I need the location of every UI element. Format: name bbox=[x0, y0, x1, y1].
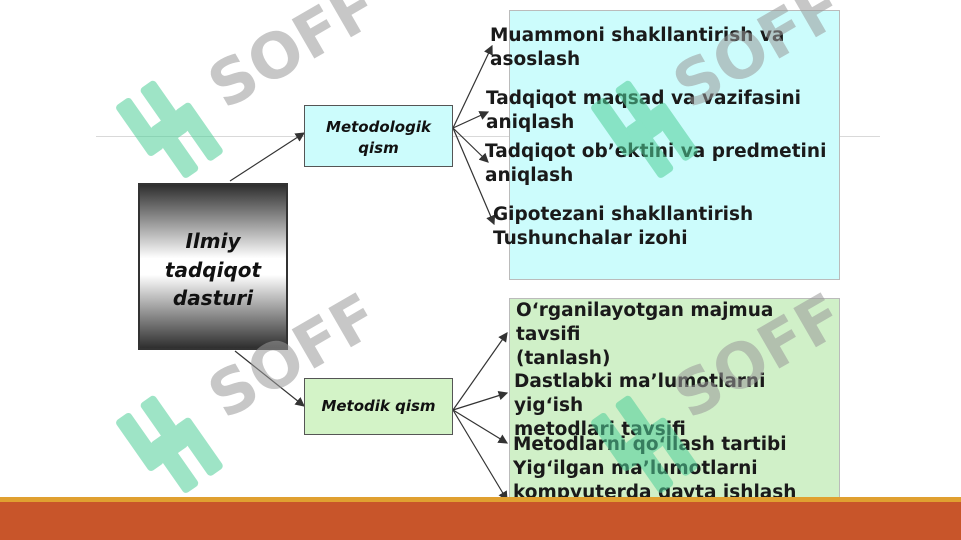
footer-bar bbox=[0, 497, 961, 540]
connector-top-2 bbox=[452, 111, 490, 129]
bottom-item-1: O‘rganilayotgan majmua tavsifi (tanlash) bbox=[516, 300, 774, 369]
connector-bottom-1 bbox=[452, 332, 508, 411]
connector-main-to-top bbox=[229, 132, 306, 182]
connector-bottom-3 bbox=[452, 409, 509, 444]
connector-bottom-4 bbox=[452, 409, 508, 502]
connector-bottom-2 bbox=[452, 390, 509, 411]
connector-main-to-bottom bbox=[234, 350, 305, 407]
connector-top-4 bbox=[452, 127, 496, 226]
methodical-part-box: Metodik qism bbox=[304, 378, 453, 435]
methodical-items-panel bbox=[509, 298, 840, 514]
main-program-box: Ilmiy tadqiqot dasturi bbox=[138, 183, 288, 350]
connector-top-1 bbox=[452, 44, 493, 129]
bottom-item-2: Dastlabki ma’lumotlarni yig‘ish metodlar… bbox=[514, 371, 766, 440]
top-item-1: Muammoni shakllantirish va asoslash bbox=[490, 25, 785, 70]
connector-top-3 bbox=[452, 127, 489, 163]
main-program-title: Ilmiy tadqiqot dasturi bbox=[164, 229, 262, 310]
top-item-2: Tadqiqot maqsad va vazifasini aniqlash bbox=[486, 88, 801, 133]
top-item-4: Gipotezani shakllantirish Tushunchalar i… bbox=[493, 204, 754, 249]
methodological-part-box: Metodologik qism bbox=[304, 105, 453, 167]
top-item-3: Tadqiqot ob’ektini va predmetini aniqlas… bbox=[485, 141, 827, 186]
slide-divider-line bbox=[96, 136, 880, 137]
